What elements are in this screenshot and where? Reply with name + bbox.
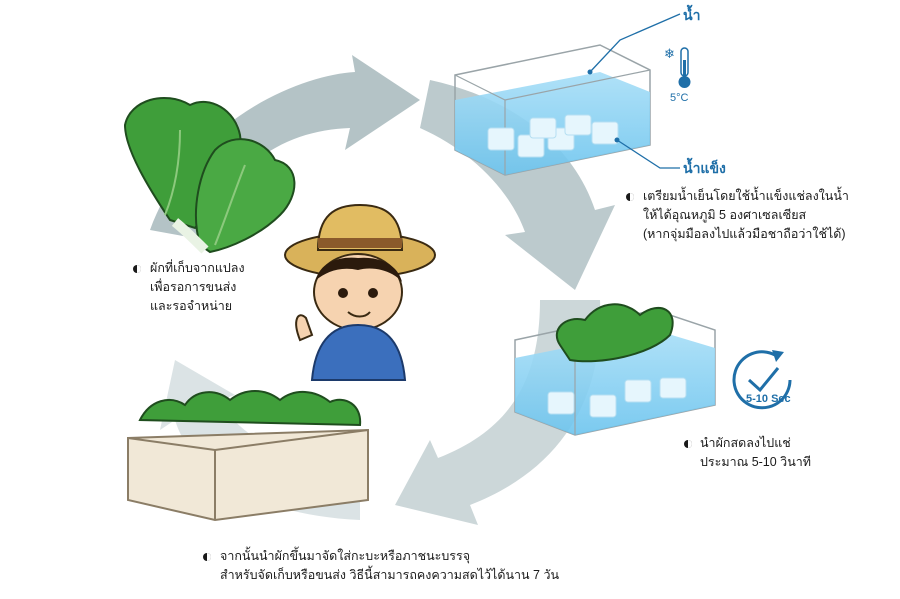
ice-label: น้ำแข็ง [683,160,726,176]
water-tank-illustration [454,44,651,176]
farmer-character-illustration [284,203,436,381]
bullet-icon [684,440,692,448]
water-label: น้ำ [683,7,701,23]
bullet-icon [626,193,634,201]
step-harvest-line: และรอจำหน่าย [150,299,233,313]
bullet-icon [133,265,141,273]
ice-callout-line [616,139,680,169]
step-dip-line: ประมาณ 5-10 วินาที [700,455,812,469]
ice-cubes [487,114,619,158]
harvested-lettuce-illustration [123,96,296,254]
step-harvest-line: ผักที่เก็บจากแปลง [150,261,245,275]
step-dip-line: นำผักสดลงไปแช่ [700,436,791,450]
bullet-icon [203,553,211,561]
timer-label: 5-10 Sec [746,393,791,405]
temperature-label: 5°C [670,92,689,104]
timer-icon [732,350,792,410]
thermometer-icon: ❄ [664,47,691,88]
step-prepare-line: (หากจุ่มมือลงไปแล้วมือชาถือว่าใช้ได้) [643,227,846,241]
step-prepare-line: ให้ได้อุณหภูมิ 5 องศาเซลเซียส [643,208,807,222]
step-prepare-line: เตรียมน้ำเย็นโดยใช้น้ำแข็งแช่ลงในน้ำ [643,189,849,203]
vegetable-crate-illustration [127,390,369,522]
svg-text:❄: ❄ [664,47,675,62]
water-callout-line [589,13,681,73]
step-pack-line: สำหรับจัดเก็บหรือขนส่ง วิธีนี้สามารถคงคว… [220,568,560,582]
step-pack-line: จากนั้นนำผักขึ้นมาจัดใส่กะบะหรือภาชนะบรร… [220,549,471,563]
step-harvest-line: เพื่อรอการขนส่ง [150,280,237,294]
dipping-tank-illustration [514,303,716,436]
